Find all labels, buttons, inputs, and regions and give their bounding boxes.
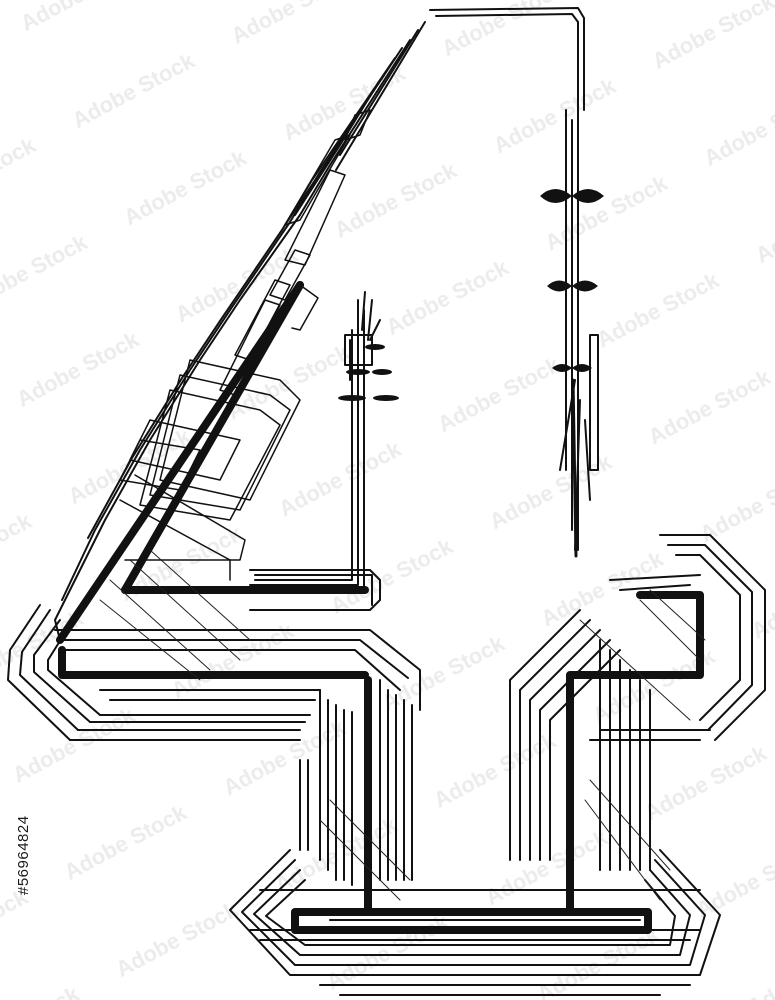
stock-id-label: #56964824 — [15, 815, 32, 895]
